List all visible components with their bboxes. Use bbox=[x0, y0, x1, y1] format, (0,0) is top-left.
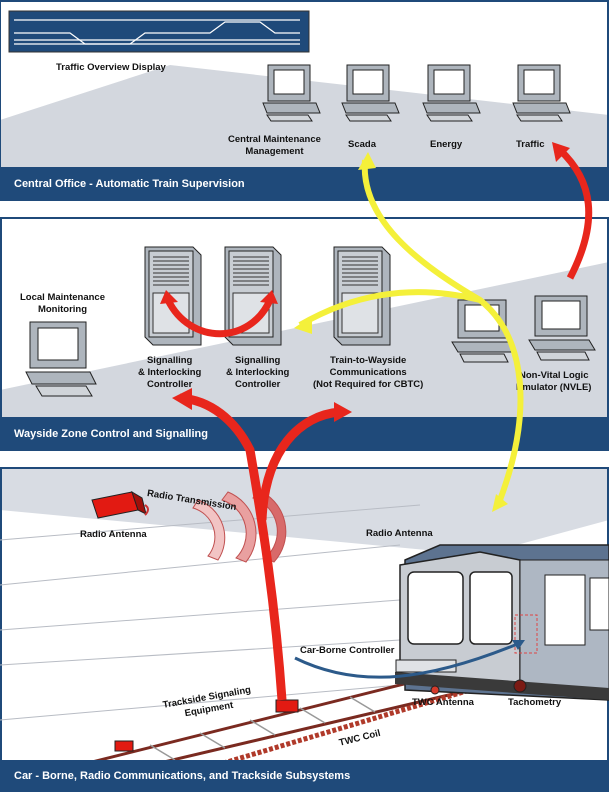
nvle-label: Non-Vital Logic Emulator (NVLE) bbox=[516, 370, 592, 393]
radio-antenna-train-label: Radio Antenna bbox=[366, 528, 433, 539]
twc-label: Train-to-Wayside Communications (Not Req… bbox=[313, 355, 424, 390]
twc-antenna-label: TWC Antenna bbox=[412, 697, 474, 708]
traffic-label: Traffic bbox=[516, 139, 545, 150]
cmm-label: Central Maintenance Management bbox=[228, 134, 321, 157]
scada-computer-icon bbox=[341, 64, 400, 122]
local-maintenance-computer-icon bbox=[25, 321, 97, 397]
local-maintenance-label: Local Maintenance Monitoring bbox=[20, 292, 105, 315]
car-borne-controller-label: Car-Borne Controller bbox=[300, 645, 395, 656]
tachometry-label: Tachometry bbox=[508, 697, 562, 708]
traffic-computer-icon bbox=[512, 64, 571, 122]
sic1-label: Signalling & Interlocking Controller bbox=[138, 355, 202, 390]
trackside-equipment-icon bbox=[275, 699, 299, 713]
scada-label: Scada bbox=[348, 139, 376, 150]
energy-label: Energy bbox=[430, 139, 463, 150]
radio-antenna-device-icon bbox=[91, 490, 149, 519]
radio-antenna-left-label: Radio Antenna bbox=[80, 529, 147, 540]
energy-computer-icon bbox=[422, 64, 481, 122]
cmm-computer-icon bbox=[262, 64, 321, 122]
train-icon bbox=[395, 544, 609, 701]
car-borne-bar: Car - Borne, Radio Communications, and T… bbox=[0, 760, 609, 792]
traffic-overview-label: Traffic Overview Display bbox=[56, 62, 166, 73]
central-office-bar: Central Office - Automatic Train Supervi… bbox=[0, 167, 609, 201]
nvle-computer-icon-1 bbox=[451, 299, 515, 363]
sic2-label: Signalling & Interlocking Controller bbox=[226, 355, 290, 390]
nvle-computer-icon-2 bbox=[528, 295, 596, 361]
